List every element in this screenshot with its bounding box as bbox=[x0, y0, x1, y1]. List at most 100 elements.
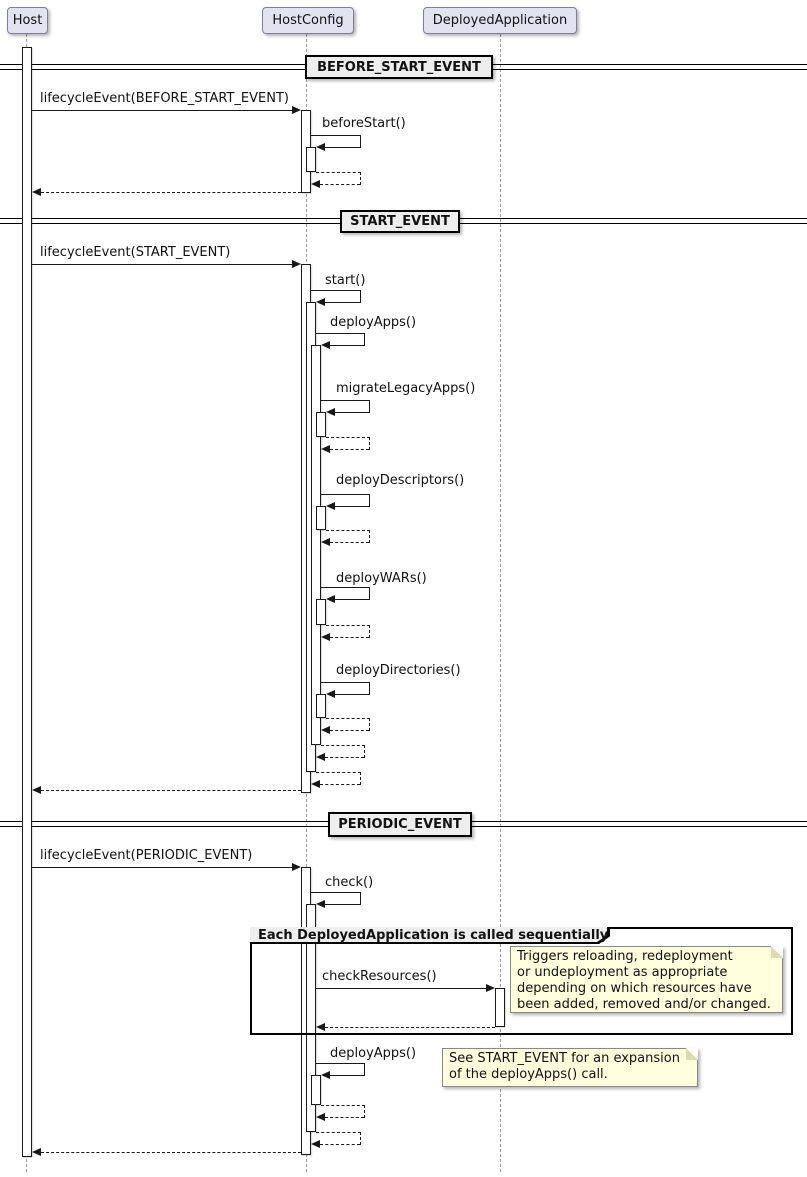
activation-deployapps bbox=[311, 345, 321, 745]
self-call-deployapps-periodic bbox=[316, 1063, 365, 1076]
arrowhead-left bbox=[326, 690, 335, 698]
self-call-deploywars bbox=[321, 587, 370, 600]
activation-deployapps-periodic bbox=[311, 1075, 321, 1105]
arrowhead-left bbox=[321, 1071, 330, 1079]
activation-migratelegacyapps bbox=[316, 412, 326, 437]
arrowhead-left bbox=[321, 538, 330, 546]
participant-host: Host bbox=[7, 7, 48, 34]
message-label-lifecycle-before-start: lifecycleEvent(BEFORE_START_EVENT) bbox=[40, 91, 289, 106]
arrowhead-left bbox=[321, 726, 330, 734]
self-return-deploydescriptors-bottom bbox=[330, 542, 369, 543]
arrowhead-left bbox=[321, 341, 330, 349]
message-label-deploywars: deployWARs() bbox=[336, 571, 427, 586]
note-line: of the deployApps() call. bbox=[449, 1067, 608, 1082]
self-call-deploydirectories bbox=[321, 682, 370, 695]
self-return-start bbox=[316, 772, 361, 785]
arrow-lifecycle-before-start bbox=[32, 110, 292, 111]
message-label-lifecycle-start: lifecycleEvent(START_EVENT) bbox=[40, 245, 231, 260]
arrow-lifecycle-start bbox=[32, 264, 292, 265]
arrowhead-right bbox=[292, 106, 301, 114]
participant-deployedapplication-label: DeployedApplication bbox=[432, 13, 568, 28]
arrow-lifecycle-periodic bbox=[32, 867, 292, 868]
self-return-migratelegacyapps bbox=[326, 437, 370, 450]
group-title: Each DeployedApplication is called seque… bbox=[258, 928, 609, 943]
message-label-deployapps: deployApps() bbox=[330, 315, 417, 330]
activation-deploywars bbox=[316, 599, 326, 625]
self-return-migratelegacyapps-bottom bbox=[330, 449, 369, 450]
arrowhead-left bbox=[316, 1023, 325, 1031]
participant-hostconfig: HostConfig bbox=[262, 7, 354, 34]
arrowhead-left bbox=[321, 633, 330, 641]
self-return-beforestart-bottom bbox=[320, 184, 360, 185]
self-return-deploywars bbox=[326, 625, 370, 638]
note-check-resources: Triggers reloading, redeployment or unde… bbox=[510, 946, 783, 1013]
note-deploy-apps: See START_EVENT for an expansion of the … bbox=[442, 1048, 698, 1087]
self-return-deploydescriptors bbox=[326, 530, 370, 543]
message-label-beforestart: beforeStart() bbox=[322, 116, 406, 131]
arrowhead-left bbox=[311, 780, 320, 788]
participant-deployedapplication: DeployedApplication bbox=[423, 7, 577, 34]
arrowhead-left bbox=[326, 595, 335, 603]
self-call-deployapps bbox=[316, 333, 365, 346]
self-return-deployapps-periodic-bottom bbox=[325, 1117, 364, 1118]
self-call-start bbox=[311, 290, 361, 303]
return-arrow-start bbox=[41, 790, 301, 791]
arrow-checkresources bbox=[316, 988, 486, 989]
self-return-deploydirectories bbox=[326, 718, 370, 731]
self-call-deployapps-periodic-bottom bbox=[330, 1075, 364, 1076]
self-return-deployapps-periodic bbox=[321, 1105, 365, 1118]
participant-hostconfig-label: HostConfig bbox=[272, 13, 344, 28]
message-label-checkresources: checkResources() bbox=[322, 969, 437, 984]
self-call-deploydescriptors bbox=[321, 494, 370, 507]
arrowhead-left bbox=[326, 502, 335, 510]
divider-before-start-event-label: BEFORE_START_EVENT bbox=[317, 59, 481, 75]
arrowhead-left bbox=[316, 1113, 325, 1121]
group-title-pentagon bbox=[250, 927, 610, 944]
note-line: been added, removed and/or changed. bbox=[517, 997, 771, 1012]
message-label-check: check() bbox=[325, 875, 374, 890]
arrowhead-left bbox=[316, 753, 325, 761]
message-label-start: start() bbox=[325, 273, 366, 288]
return-arrow-checkresources bbox=[325, 1027, 495, 1028]
self-return-start-bottom bbox=[320, 784, 360, 785]
divider-periodic-event: PERIODIC_EVENT bbox=[328, 812, 472, 837]
note-line: depending on which resources have bbox=[517, 981, 752, 996]
return-arrow-before-start bbox=[41, 192, 301, 193]
self-return-check bbox=[316, 1132, 361, 1145]
self-call-beforestart bbox=[311, 135, 361, 148]
self-call-deployapps-bottom bbox=[330, 345, 364, 346]
self-call-deploydirectories-bottom bbox=[335, 694, 369, 695]
arrowhead-left bbox=[311, 1140, 320, 1148]
self-return-deployapps-bottom bbox=[325, 757, 364, 758]
arrowhead-left bbox=[316, 900, 325, 908]
divider-start-event-label: START_EVENT bbox=[350, 214, 450, 229]
self-call-beforestart-bottom bbox=[325, 147, 360, 148]
arrowhead-left bbox=[32, 786, 41, 794]
activation-host bbox=[22, 47, 32, 1157]
arrowhead-left bbox=[32, 1148, 41, 1156]
activation-beforestart bbox=[306, 147, 316, 172]
message-label-deploydirectories: deployDirectories() bbox=[336, 663, 461, 678]
arrowhead-left bbox=[321, 445, 330, 453]
arrowhead-left bbox=[311, 180, 320, 188]
divider-periodic-event-label: PERIODIC_EVENT bbox=[338, 817, 462, 832]
self-return-deploywars-bottom bbox=[330, 637, 369, 638]
message-label-migratelegacyapps: migrateLegacyApps() bbox=[336, 381, 476, 396]
divider-before-start-event: BEFORE_START_EVENT bbox=[305, 55, 493, 79]
self-call-migratelegacyapps bbox=[321, 400, 370, 413]
activation-deploydirectories bbox=[316, 694, 326, 718]
divider-start-event: START_EVENT bbox=[340, 210, 460, 233]
message-label-deploydescriptors: deployDescriptors() bbox=[336, 473, 465, 488]
arrowhead-right bbox=[486, 984, 495, 992]
self-return-check-bottom bbox=[320, 1144, 360, 1145]
arrowhead-left bbox=[32, 188, 41, 196]
activation-check bbox=[306, 904, 316, 1132]
participant-host-label: Host bbox=[12, 13, 43, 28]
self-return-beforestart bbox=[316, 172, 361, 185]
arrowhead-left bbox=[316, 298, 325, 306]
arrowhead-right bbox=[292, 260, 301, 268]
arrowhead-right bbox=[292, 863, 301, 871]
note-line: Triggers reloading, redeployment bbox=[517, 949, 733, 964]
self-return-deploydirectories-bottom bbox=[330, 730, 369, 731]
